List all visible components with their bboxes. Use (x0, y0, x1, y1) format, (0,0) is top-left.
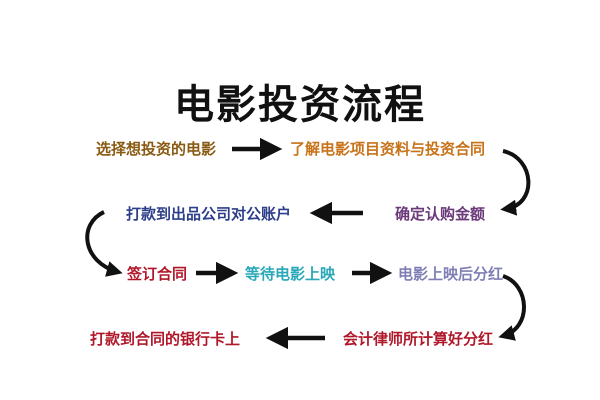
step-pay-bank-card: 打款到合同的银行卡上 (90, 330, 241, 348)
curve-arrow-left-1 (85, 210, 123, 277)
diagram-title: 电影投资流程 (174, 82, 426, 128)
step-dividend: 电影上映后分红 (398, 265, 504, 283)
step-learn-project: 了解电影项目资料与投资合同 (290, 140, 486, 158)
step-select-film: 选择想投资的电影 (96, 140, 217, 158)
curve-arrow-right-1 (500, 149, 531, 216)
step-accountant-calc: 会计律师所计算好分红 (343, 330, 494, 348)
step-wait-release: 等待电影上映 (245, 265, 336, 283)
step-confirm-amount: 确定认购金额 (395, 205, 486, 223)
step-sign-contract: 签订合同 (127, 265, 188, 283)
step-pay-company: 打款到出品公司对公账户 (126, 205, 292, 223)
curve-arrow-right-2 (498, 274, 526, 341)
